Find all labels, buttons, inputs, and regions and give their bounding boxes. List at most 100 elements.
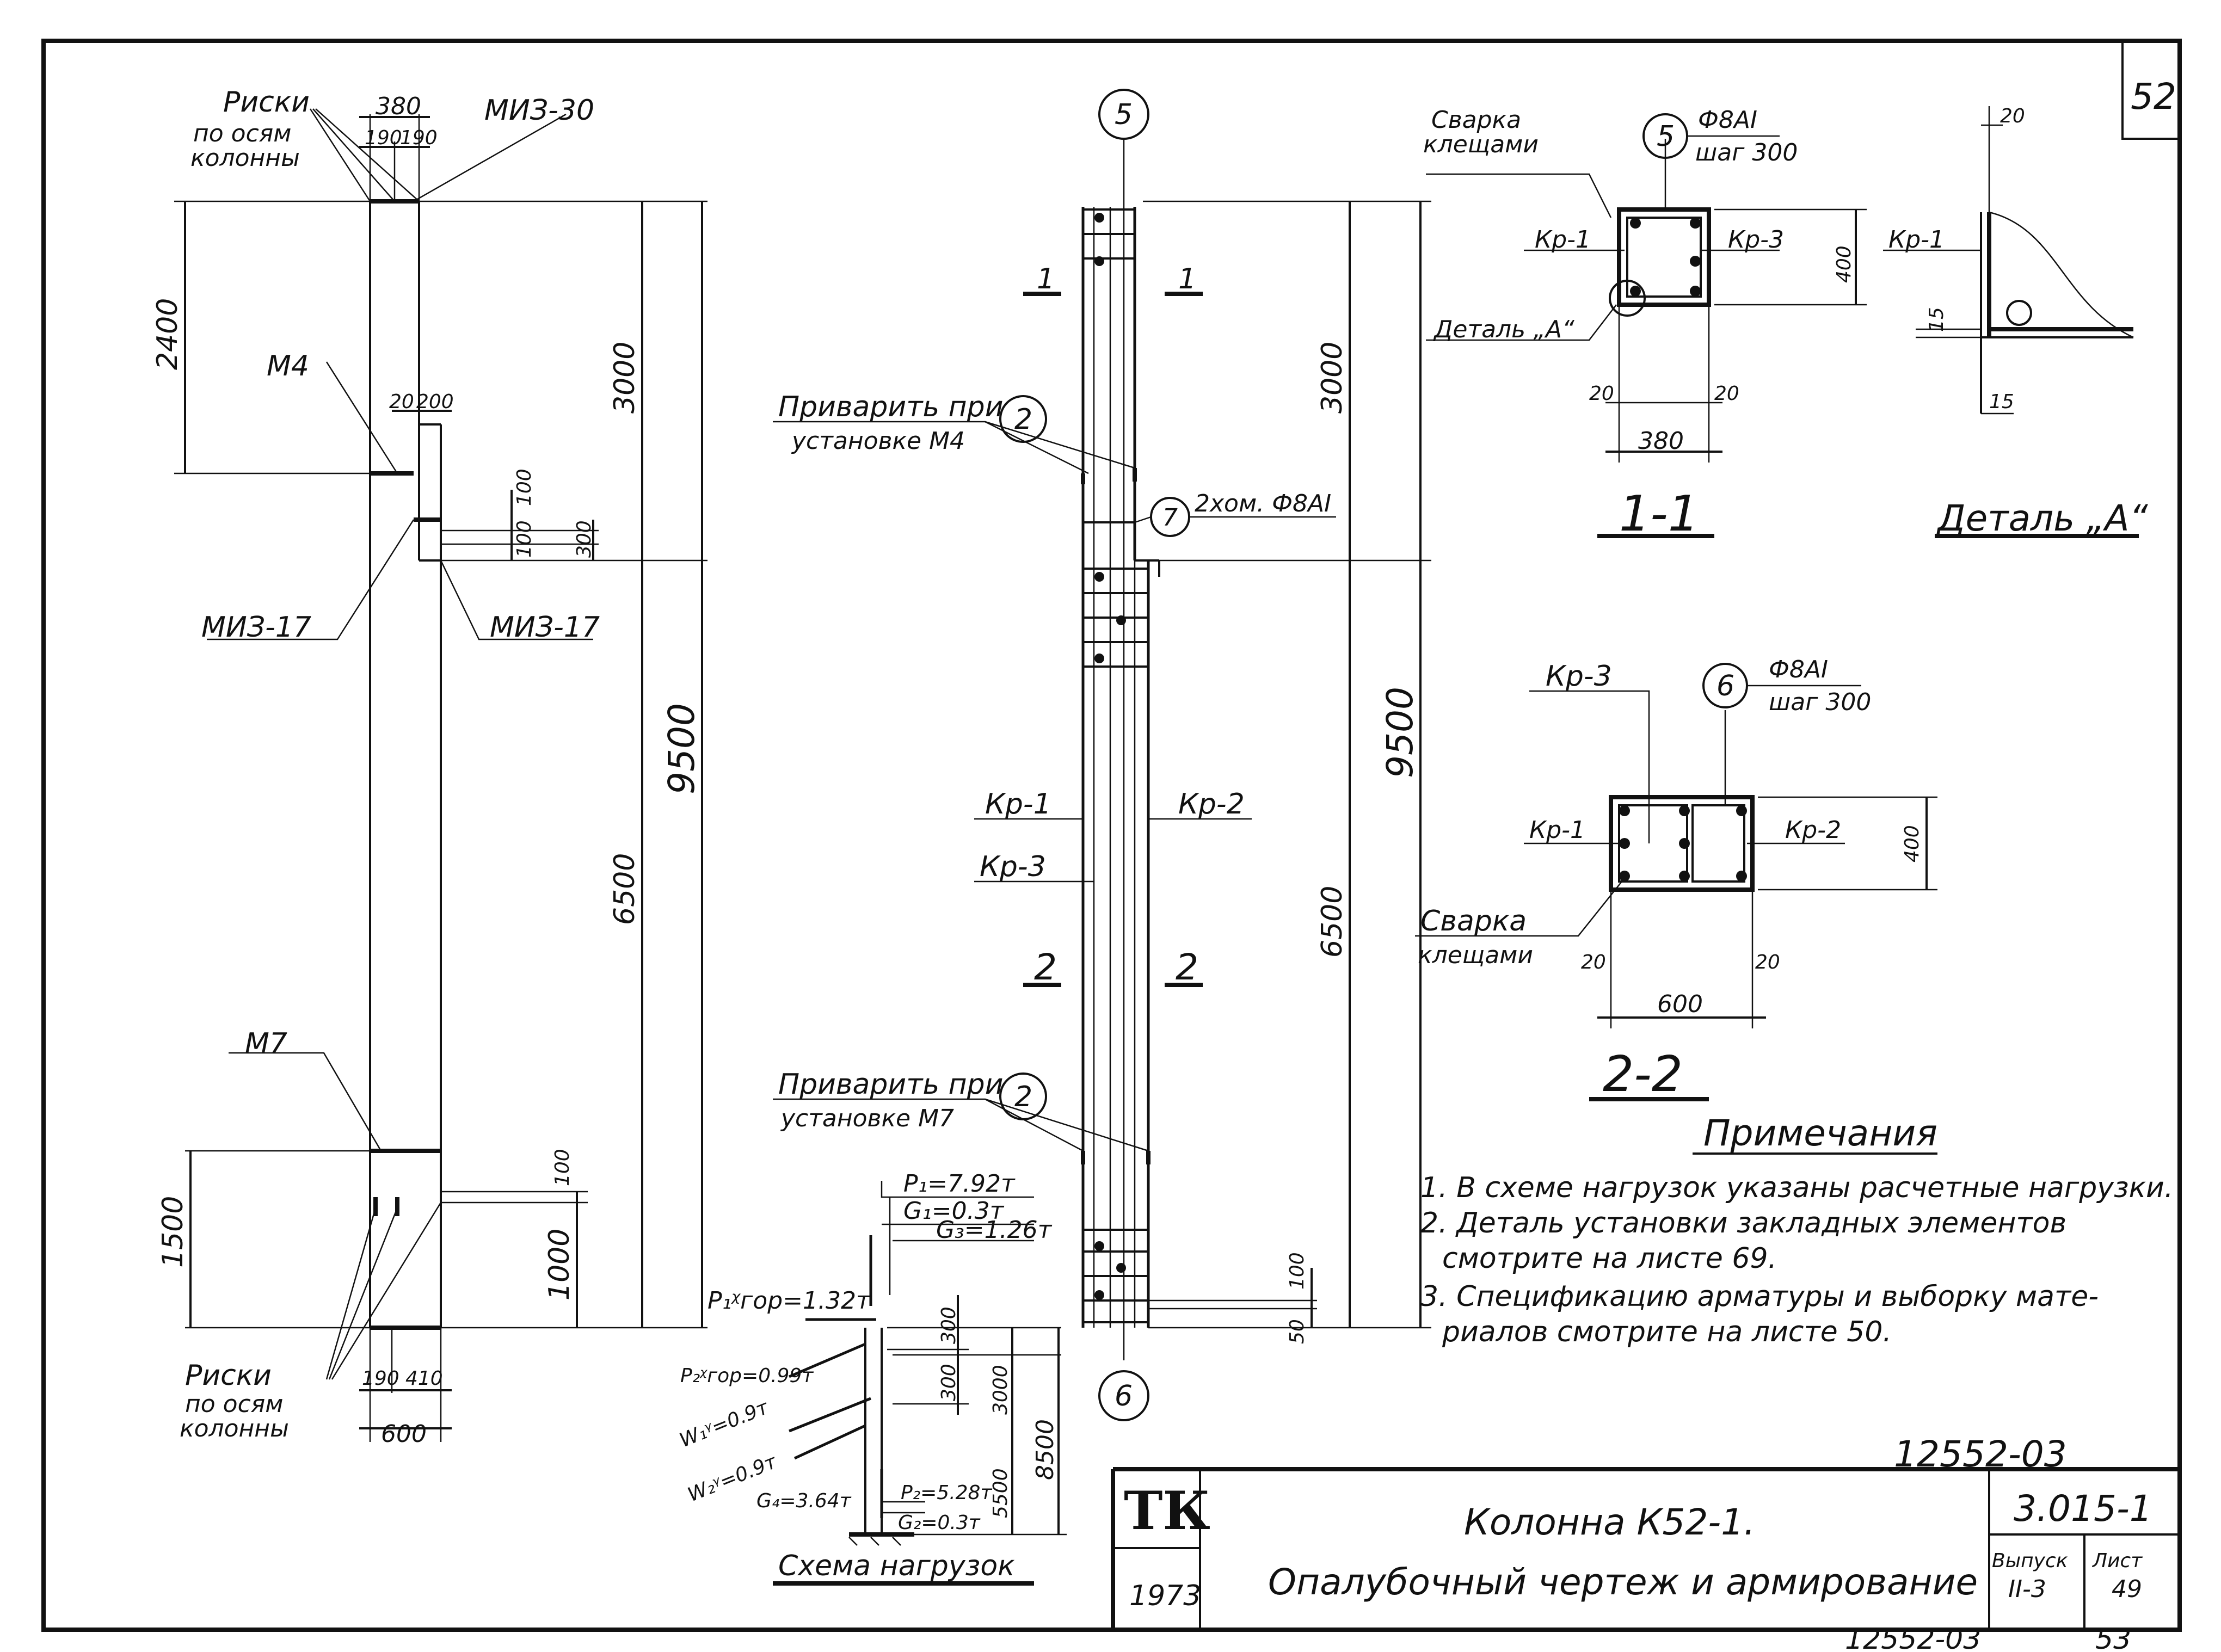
load-scheme-title: Схема нагрузок [778, 1550, 1015, 1582]
title-line-1: Колонна К52-1. [1464, 1501, 1755, 1543]
dim-3000-left: 3000 [608, 342, 641, 414]
bar-2-2-line1: Ф8АI [1769, 656, 1828, 683]
dim-9500-middle: 9500 [1379, 687, 1421, 778]
load-g3: G₃=1.26т [936, 1216, 1053, 1244]
section-1-1-title: 1-1 [1619, 485, 1699, 543]
detail-a [1883, 106, 2139, 538]
load-dim-5500: 5500 [989, 1468, 1012, 1518]
risks-top-line1: Риски [223, 86, 310, 119]
dim-2400: 2400 [151, 298, 184, 370]
dim-300-left: 300 [573, 520, 595, 558]
sheet-value: 49 [2112, 1575, 2142, 1603]
risks-top-line3: колонны [190, 144, 300, 172]
load-g4: G₄=3.64т [756, 1490, 852, 1512]
middle-view-labels: 5 6 1 1 2 2 Приварить при установке М4 2… [778, 98, 1421, 1413]
stirrup-mark: 7 [1162, 504, 1178, 532]
title-block: 12552-03 ТК 1973 Колонна К52-1. Опалубоч… [1124, 1433, 2152, 1612]
load-g1: G₁=0.3т [903, 1197, 1005, 1225]
dim-190-bottom: 190 [362, 1367, 399, 1390]
kr3-1-1: Кр-3 [1728, 226, 1784, 254]
section-2-left: 2 [1034, 946, 1057, 988]
load-dim-300-b: 300 [938, 1364, 960, 1401]
title-year: 1973 [1129, 1580, 1201, 1612]
section-2-2-labels: Кр-3 6 Ф8АI шаг 300 Кр-1 Кр-2 Сварка кле… [1418, 656, 1923, 1103]
dim-20-1-1-b: 20 [1714, 383, 1739, 405]
series-number: 3.015-1 [2014, 1488, 2152, 1530]
note-line-2: 2. Деталь установки закладных элементов [1420, 1207, 2066, 1240]
section-2-2-title: 2-2 [1603, 1046, 1683, 1103]
weld-top-mark: 2 [1014, 403, 1032, 436]
dim-1000: 1000 [543, 1229, 576, 1300]
dim-50-middle: 50 [1286, 1319, 1308, 1344]
bar-2-2-line2: шаг 300 [1769, 688, 1871, 716]
sheet-number: 52 [2131, 76, 2176, 118]
dim-15-detail-b: 15 [1989, 391, 2014, 413]
footer-code: 12552-03 [1845, 1623, 1981, 1652]
dim-3000-middle: 3000 [1316, 342, 1349, 414]
left-column-view [174, 108, 707, 1442]
kr2-2-2: Кр-2 [1785, 816, 1841, 844]
load-p2: P₂=5.28т [901, 1482, 992, 1504]
dim-20-2-2-a: 20 [1581, 951, 1606, 973]
dim-6500-middle: 6500 [1316, 886, 1349, 958]
load-scheme [773, 1181, 1067, 1586]
dim-20-1-1-a: 20 [1589, 383, 1614, 405]
notes: Примечания 1. В схеме нагрузок указаны р… [1420, 1112, 2173, 1348]
note-line-5: риалов смотрите на листе 50. [1442, 1316, 1892, 1348]
mark-5-1-1: 5 [1657, 120, 1675, 153]
sheet-frame [41, 39, 2182, 1632]
load-scheme-labels: P₁=7.92т G₁=0.3т G₃=1.26т P₁ᵡгор=1.32т P… [676, 1170, 1059, 1582]
dim-410-bottom: 410 [405, 1367, 443, 1390]
kr3-2-2: Кр-3 [1546, 660, 1612, 693]
m4-label: М4 [267, 350, 309, 383]
axis-6-label: 6 [1115, 1380, 1133, 1413]
dim-600-bottom: 600 [381, 1420, 427, 1448]
dim-190-top-b: 190 [400, 127, 438, 149]
kr1-1-1: Кр-1 [1535, 226, 1591, 254]
detail-a-title: Деталь „А“ [1936, 497, 2148, 539]
mz30-label: МИЗ-30 [484, 94, 594, 127]
dim-20: 20 [389, 391, 414, 413]
dim-1500: 1500 [157, 1196, 189, 1268]
dim-200: 200 [416, 391, 454, 413]
mz17-left-label: МИЗ-17 [201, 611, 311, 644]
dim-400-1-1: 400 [1833, 245, 1855, 283]
weld-bottom-mark: 2 [1014, 1081, 1032, 1113]
section-2-right: 2 [1176, 946, 1198, 988]
section-2-2 [1415, 663, 1937, 1101]
weld-2-2-line1: Сварка [1420, 905, 1527, 938]
detail-ref: Деталь „А“ [1433, 316, 1574, 343]
kr2-middle: Кр-2 [1178, 788, 1245, 821]
risks-bottom-line2: по осям [185, 1390, 283, 1418]
dim-9500-left: 9500 [661, 703, 703, 794]
weld-1-1-line1: Сварка [1431, 106, 1521, 134]
dim-190-top-a: 190 [365, 127, 402, 149]
dim-6500-left: 6500 [608, 853, 641, 925]
kr1-2-2: Кр-1 [1529, 816, 1585, 844]
dim-100-left-a: 100 [513, 469, 536, 506]
weld-bottom-line2: установке М7 [780, 1105, 954, 1132]
dim-600-2-2: 600 [1657, 990, 1703, 1018]
sheet-label: Лист [2091, 1550, 2143, 1572]
issue-label: Выпуск [1992, 1550, 2068, 1572]
issue-value: II-3 [2008, 1575, 2046, 1603]
title-line-2: Опалубочный чертеж и армирование [1268, 1561, 1978, 1603]
notes-title: Примечания [1703, 1112, 1937, 1154]
tk-logo: ТК [1124, 1480, 1210, 1542]
kr1-middle: Кр-1 [985, 788, 1051, 821]
section-1-left: 1 [1037, 263, 1055, 295]
weld-2-2-line2: клещами [1418, 941, 1533, 969]
footer: 12552-03 53 [1845, 1623, 2131, 1652]
load-p2-horizontal: P₂ᵡгор=0.99т [680, 1365, 814, 1387]
section-1-1-labels: Сварка клещами 5 Ф8АI шаг 300 Кр-1 Кр-3 … [1423, 106, 1855, 543]
note-line-3: смотрите на листе 69. [1442, 1242, 1777, 1275]
detail-a-labels: 20 Кр-1 15 15 Деталь „А“ [1888, 105, 2148, 539]
bar-1-1-line1: Ф8АI [1698, 106, 1757, 134]
dim-380-top: 380 [376, 93, 421, 120]
dim-100-bottom: 100 [551, 1149, 574, 1186]
weld-top-line1: Приварить при [778, 391, 1004, 423]
dim-100-left-b: 100 [513, 520, 536, 558]
load-p1-horizontal: P₁ᵡгор=1.32т [707, 1287, 871, 1315]
kr1-detail: Кр-1 [1888, 226, 1945, 254]
kr3-middle: Кр-3 [980, 850, 1046, 883]
